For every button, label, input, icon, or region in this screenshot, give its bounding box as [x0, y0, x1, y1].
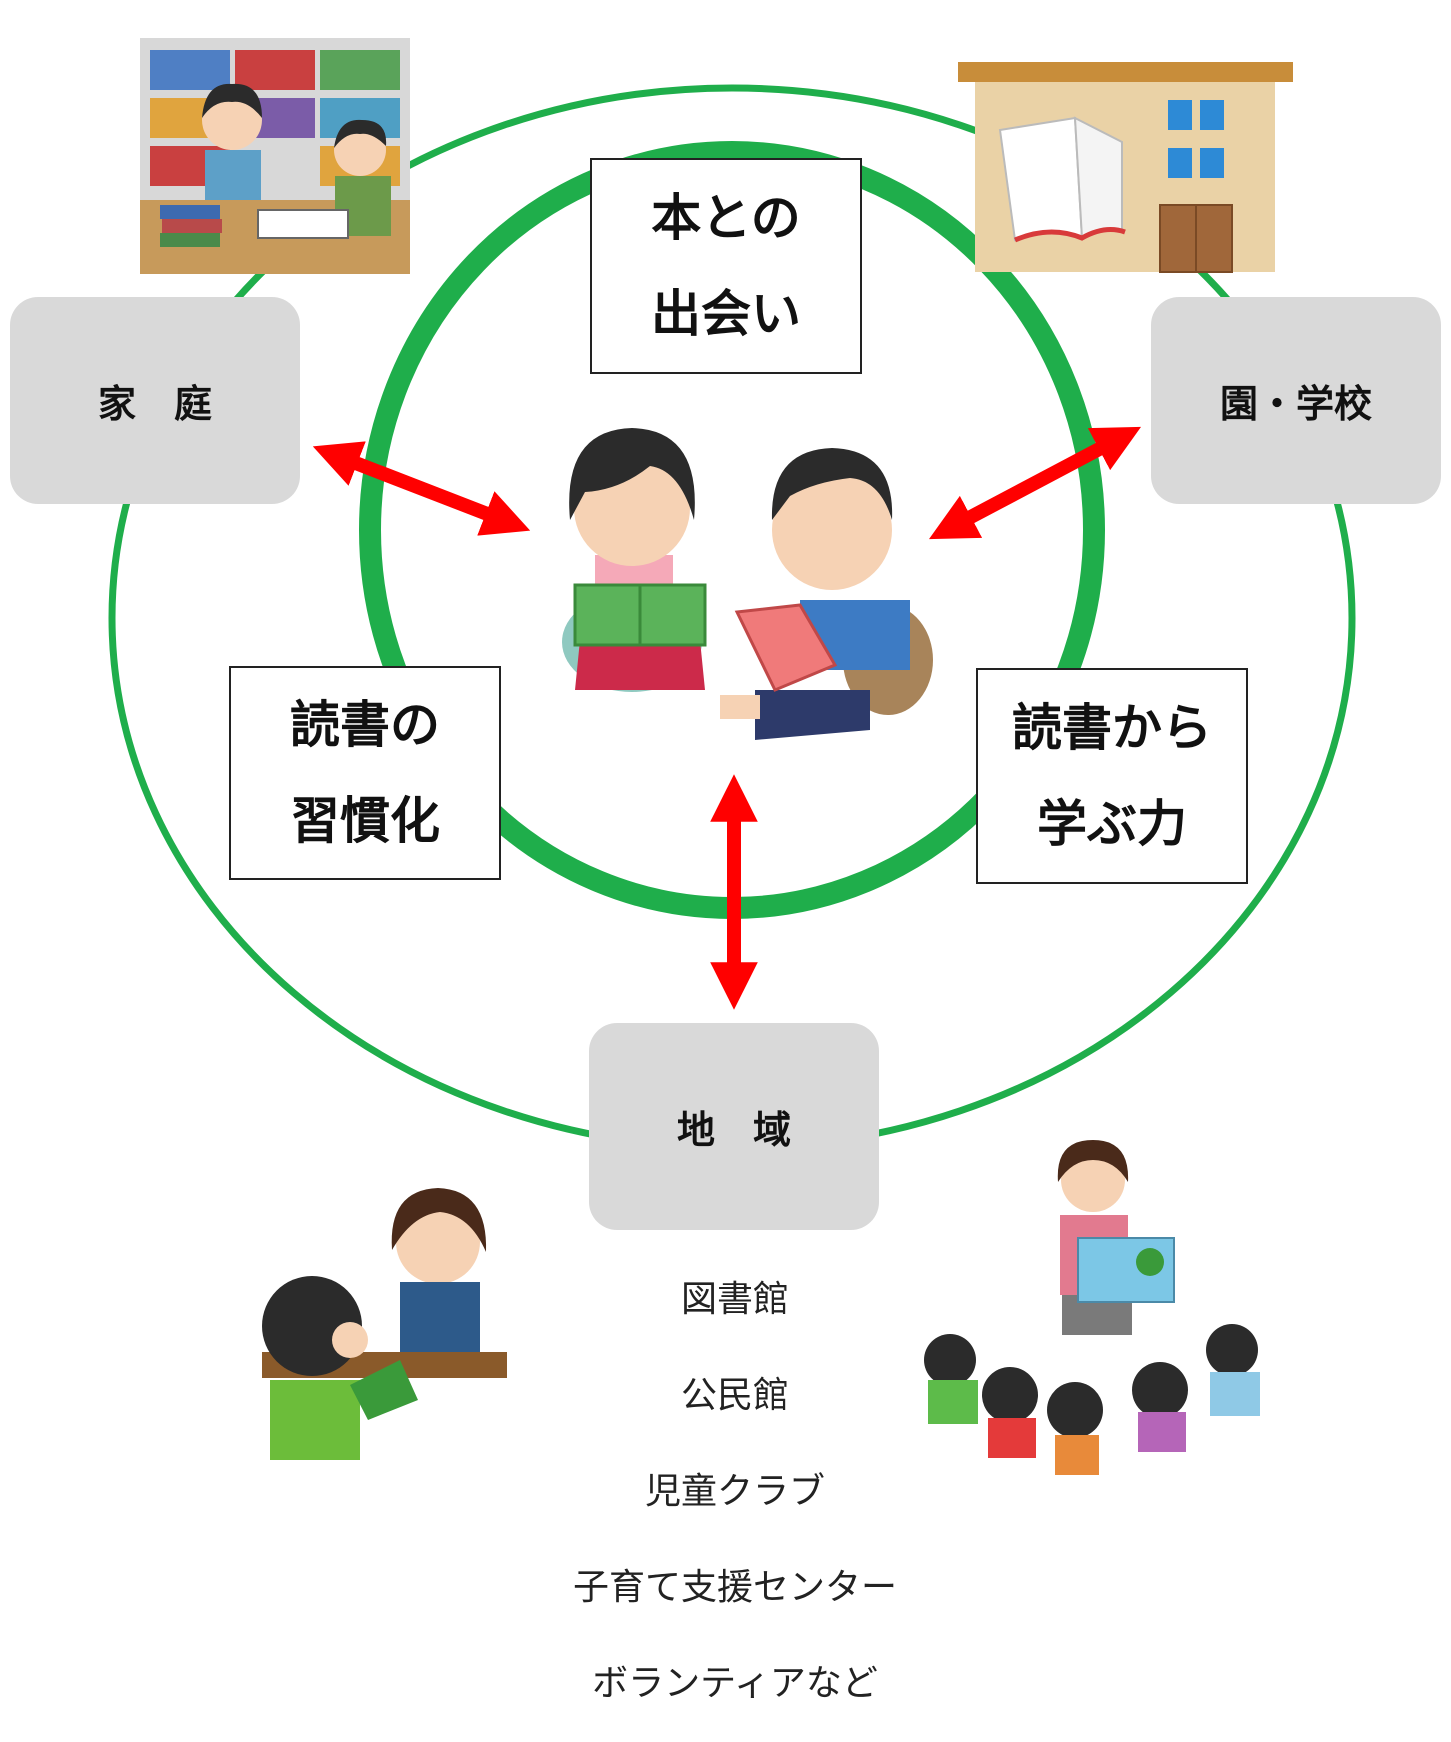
list-item: 児童クラブ: [644, 1471, 825, 1512]
box-line: 読書の: [290, 696, 440, 754]
school-node: 園・学校: [1151, 297, 1441, 504]
box-line: 学ぶ力: [1037, 795, 1187, 853]
arrow-school: [928, 426, 1142, 540]
learning-power-box: 読書から 学ぶ力: [976, 668, 1248, 884]
box-line: 習慣化: [290, 792, 440, 850]
box-line: 出会い: [651, 285, 801, 343]
home-node: 家 庭: [10, 297, 300, 504]
box-line: 本との: [651, 189, 801, 247]
family-reading-illustration: [140, 38, 410, 274]
encounter-with-books-box: 本との 出会い: [590, 158, 862, 374]
children-reading-illustration: [562, 428, 933, 740]
list-item: 図書館: [680, 1279, 789, 1320]
librarian-counter-illustration: [262, 1188, 507, 1460]
box-line: 読書から: [1012, 699, 1212, 757]
list-item: 公民館: [680, 1375, 789, 1416]
list-item: 子育て支援センター: [572, 1567, 897, 1608]
school-building-icon: [958, 62, 1293, 273]
community-node: 地 域: [589, 1023, 879, 1230]
reading-environment-diagram: [108, 38, 1356, 1475]
storytelling-illustration: [924, 1140, 1260, 1475]
reading-habit-box: 読書の 習慣化: [229, 666, 501, 880]
arrow-home: [312, 441, 531, 536]
list-item: ボランティアなど: [592, 1663, 878, 1704]
community-facility-list: 図書館 公民館 児童クラブ 子育て支援センター ボランティアなど: [500, 1262, 970, 1742]
